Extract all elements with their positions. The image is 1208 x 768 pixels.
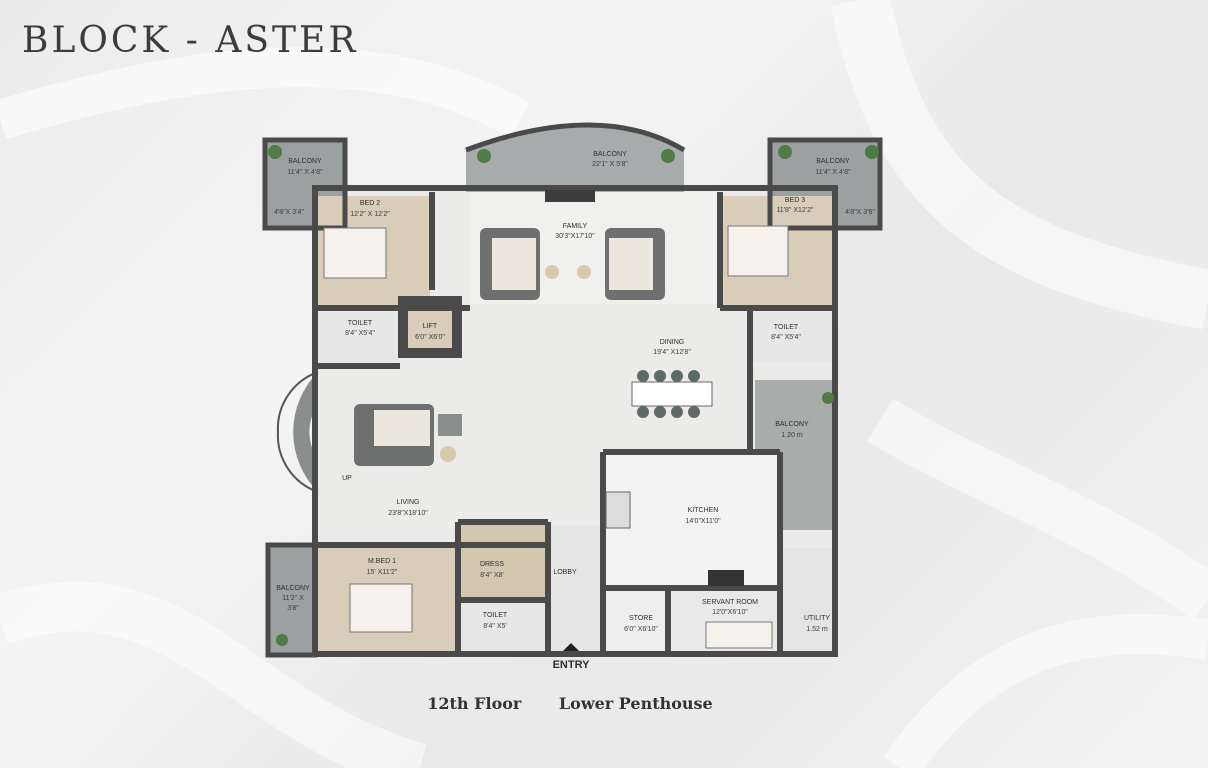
stair-up-label: UP [342, 475, 352, 482]
balcony-tr-label: BALCONY [816, 158, 850, 165]
servant-room-label: SERVANT ROOM [702, 599, 758, 606]
dining-label: DINING [660, 339, 685, 346]
dress-floor [460, 525, 545, 600]
balcony-tl-label: BALCONY [288, 158, 322, 165]
unit-type: Lower Penthouse [558, 694, 713, 713]
page-title: BLOCK - ASTER [22, 20, 359, 61]
kitchen-hob [708, 570, 744, 586]
plants [268, 145, 879, 646]
toilet-left-floor [318, 312, 398, 364]
servant-room-size: 12'0"X6'10" [712, 609, 748, 616]
living-rug [374, 410, 430, 446]
toilet-right-size: 8'4" X5'4" [771, 334, 801, 341]
store-size: 6'0" X6'10" [624, 626, 658, 633]
lobby-floor [548, 525, 603, 653]
staircase [293, 372, 318, 492]
dining-size: 19'4" X12'8" [653, 349, 691, 356]
utility-size: 1.52 m [806, 626, 828, 633]
balcony-bl-label: BALCONY [276, 585, 310, 592]
kitchen-label: KITCHEN [688, 507, 719, 514]
balcony-top-size: 22'1" X 5'8" [592, 161, 628, 168]
toilet-bottom-size: 8'4" X5' [483, 623, 506, 630]
living-chair [438, 414, 462, 436]
side-table-right [577, 265, 591, 279]
toilet-right-floor [752, 312, 832, 362]
store-label: STORE [629, 615, 653, 622]
walls [312, 185, 838, 657]
toilet-bottom-label: TOILET [483, 612, 508, 619]
tv-unit [545, 190, 595, 202]
bed2-bed [323, 227, 387, 279]
toilet-right-label: TOILET [774, 324, 799, 331]
lobby-label: LOBBY [553, 569, 577, 576]
balcony-bl-size-1: 11'2" X [282, 595, 304, 602]
utility-label: UTILITY [804, 615, 830, 622]
family-size: 30'3"X17'10" [555, 233, 595, 240]
lift-size: 6'0" X6'0" [415, 334, 445, 341]
bed3-label: BED 3 [785, 197, 805, 204]
dining-table [631, 381, 713, 407]
kitchen-size: 14'0"X11'0" [685, 518, 721, 525]
bed3-bed [727, 225, 789, 277]
balcony-top-label: BALCONY [593, 151, 627, 158]
floor-caption: 12th Floor Lower Penthouse [0, 694, 1140, 713]
balcony-tl-size: 11'4" X 4'8" [287, 169, 323, 176]
entry-label: ENTRY [553, 659, 591, 671]
family-label: FAMILY [563, 223, 588, 230]
toilet-left-label: TOILET [348, 320, 373, 327]
toilet-bottom-floor [460, 600, 545, 652]
dining-chairs [637, 370, 700, 418]
balcony-bl-size-2: 3'8" [287, 605, 299, 612]
entry-arrow-icon [563, 643, 579, 651]
balcony-tr-size: 11'4" X 4'8" [815, 169, 851, 176]
mbed1-size: 15' X11'2" [367, 569, 398, 576]
servant-bed [705, 621, 773, 649]
utility-floor [782, 548, 832, 652]
mbed1-label: M.BED 1 [368, 558, 396, 565]
dress-label: DRESS [480, 561, 504, 568]
kitchen-sink [605, 491, 631, 529]
lift-car [408, 306, 452, 348]
living-label: LIVING [397, 499, 420, 506]
bed2-size: 12'2" X 12'2" [350, 211, 390, 218]
stair-rail [276, 371, 319, 493]
balcony-walls [262, 122, 883, 658]
kitchen-floor [605, 452, 780, 588]
balcony-bl-floor [268, 545, 313, 653]
balcony-tl-side-size: 4'8"X 3'4" [274, 209, 304, 216]
lift-label: LIFT [423, 323, 438, 330]
balcony-top-floor [466, 125, 684, 192]
rug-right [609, 238, 653, 290]
side-table-left [545, 265, 559, 279]
toilet-left-size: 8'4" X5'4" [345, 330, 375, 337]
rug-left [492, 238, 536, 290]
bed2-label: BED 2 [360, 200, 380, 207]
living-side-table [440, 446, 456, 462]
store-floor [605, 588, 669, 650]
balcony-right-size: 1.20 m [781, 432, 803, 439]
living-size: 23'8"X18'10" [388, 510, 428, 517]
floor-number: 12th Floor [427, 694, 522, 713]
balcony-tr-side-size: 4'8"X 3'6" [845, 209, 875, 216]
balcony-right-label: BALCONY [775, 421, 809, 428]
mbed1-bed [349, 583, 413, 633]
bed3-size: 11'8" X12'2" [776, 207, 814, 214]
dress-size: 8'4" X8' [480, 572, 503, 579]
